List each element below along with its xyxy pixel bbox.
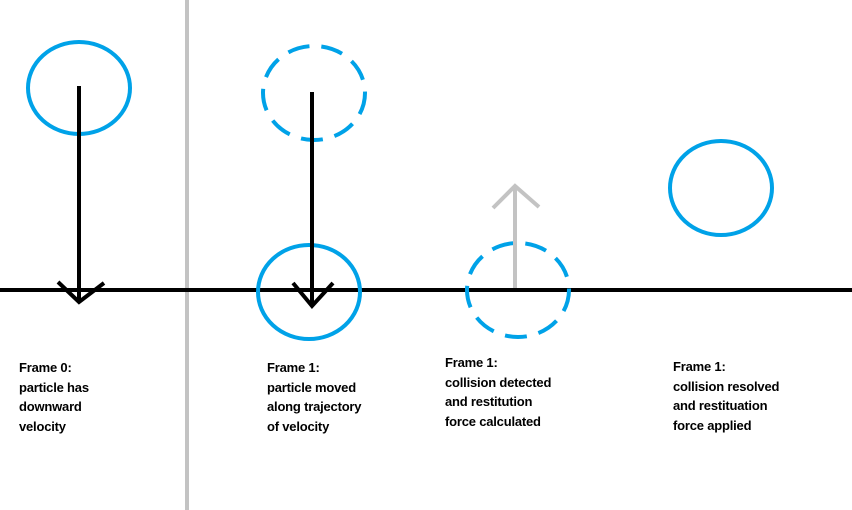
caption-line: collision resolved [673, 378, 780, 394]
caption-frame1-resolved: Frame 1: collision resolved and restitua… [673, 357, 779, 435]
velocity-arrow-frame0 [56, 86, 106, 305]
caption-line: force applied [673, 417, 752, 433]
caption-line: along trajectory [267, 399, 362, 414]
caption-frame0: Frame 0: particle has downward velocity [19, 358, 89, 436]
restitution-force-arrow [491, 183, 541, 288]
caption-line: Frame 1: [445, 355, 498, 370]
caption-line: and restituation [673, 398, 768, 413]
caption-line: particle moved [267, 379, 356, 395]
caption-line: of velocity [267, 418, 330, 434]
particle-frame1-moved [256, 243, 362, 341]
caption-line: Frame 1: [267, 360, 320, 375]
caption-line: particle has [19, 379, 89, 395]
caption-line: Frame 1: [673, 359, 726, 374]
caption-line: collision detected [445, 374, 552, 390]
caption-line: downward [19, 399, 82, 414]
caption-frame1-detected: Frame 1: collision detected and restitut… [445, 353, 551, 431]
caption-line: Frame 0: [19, 360, 72, 375]
particle-collision-detected [465, 241, 571, 339]
caption-frame1-moved: Frame 1: particle moved along trajectory… [267, 358, 362, 436]
caption-line: and restitution [445, 394, 533, 409]
caption-line: velocity [19, 418, 66, 434]
velocity-arrow-frame1 [291, 92, 335, 310]
particle-resolved [668, 139, 774, 237]
caption-line: force calculated [445, 413, 541, 429]
